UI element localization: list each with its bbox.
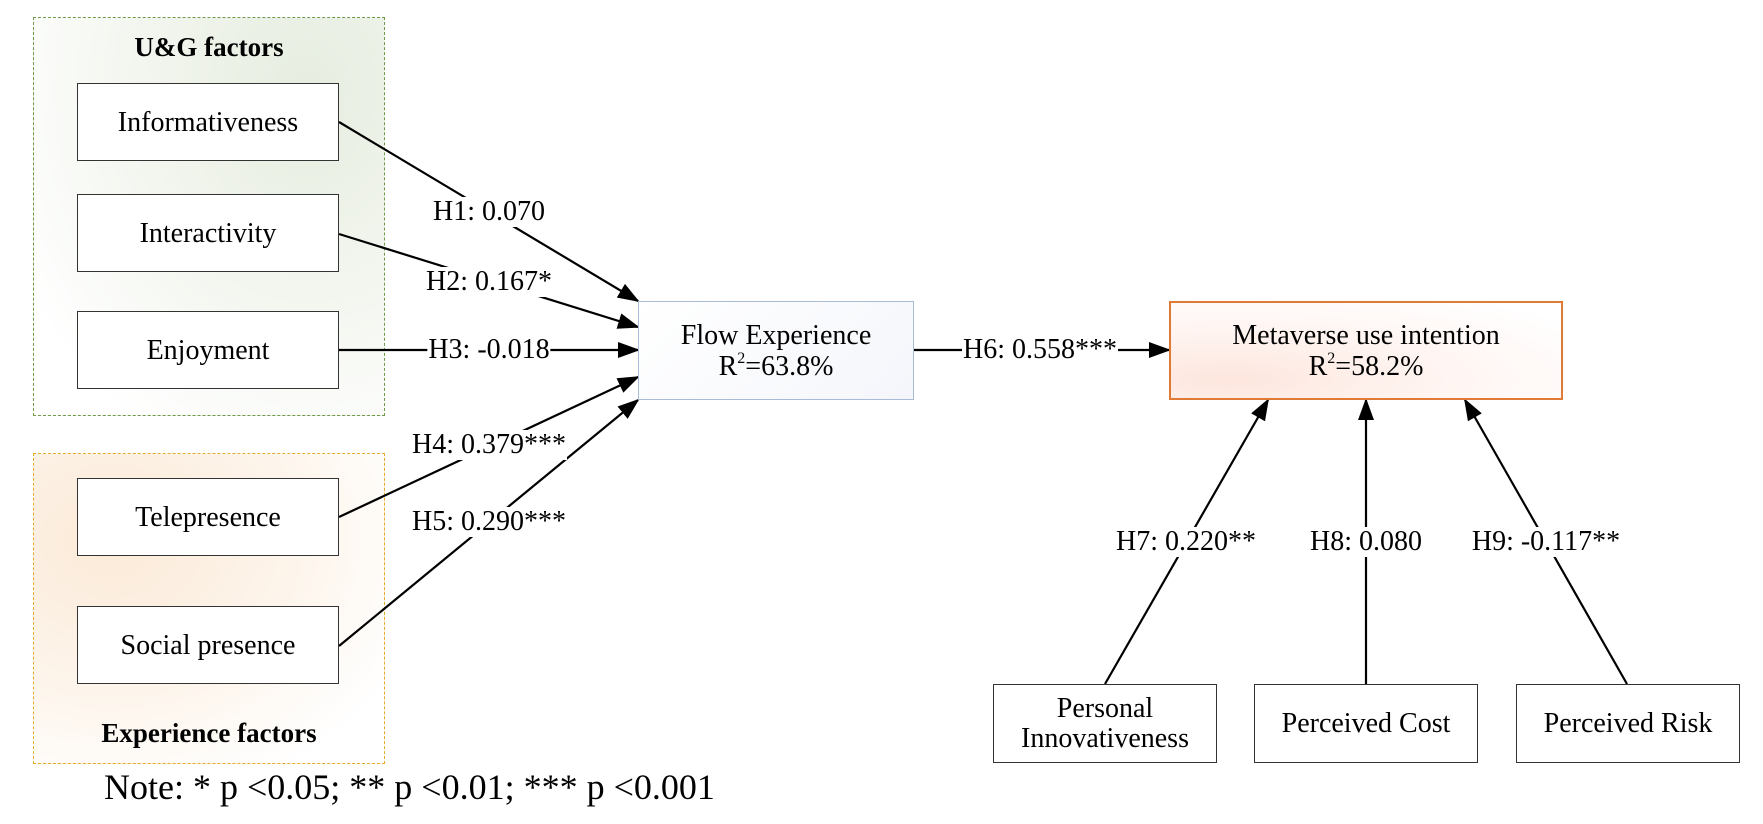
innovativeness-line1: Personal bbox=[1056, 692, 1154, 724]
node-informativeness: Informativeness bbox=[77, 83, 339, 161]
node-personal-innovativeness: Personal Innovativeness bbox=[993, 684, 1217, 763]
label-h6: H6: 0.558*** bbox=[962, 334, 1118, 365]
label-h9: H9: -0.117** bbox=[1470, 526, 1622, 557]
label-h7: H7: 0.220** bbox=[1115, 526, 1257, 557]
node-perceived-cost: Perceived Cost bbox=[1254, 684, 1478, 763]
label-h2: H2: 0.167* bbox=[425, 266, 553, 297]
experience-factors-title: Experience factors bbox=[101, 718, 317, 748]
innovativeness-line2: Innovativeness bbox=[1021, 722, 1189, 754]
flow-experience-title: Flow Experience bbox=[680, 319, 872, 351]
node-social-presence: Social presence bbox=[77, 606, 339, 684]
ug-factors-title: U&G factors bbox=[134, 32, 284, 62]
label-h4: H4: 0.379*** bbox=[411, 429, 567, 460]
node-interactivity: Interactivity bbox=[77, 194, 339, 272]
intention-title: Metaverse use intention bbox=[1232, 319, 1500, 351]
label-h5: H5: 0.290*** bbox=[411, 506, 567, 537]
flow-experience-r2: R2=63.8% bbox=[718, 350, 834, 382]
node-metaverse-use-intention: Metaverse use intention R2=58.2% bbox=[1169, 301, 1563, 400]
node-flow-experience: Flow Experience R2=63.8% bbox=[638, 301, 914, 400]
node-telepresence: Telepresence bbox=[77, 478, 339, 556]
intention-r2: R2=58.2% bbox=[1308, 350, 1424, 382]
label-h1: H1: 0.070 bbox=[432, 196, 546, 227]
label-h3: H3: -0.018 bbox=[427, 334, 551, 365]
node-perceived-risk: Perceived Risk bbox=[1516, 684, 1740, 763]
label-h8: H8: 0.080 bbox=[1309, 526, 1423, 557]
significance-note: Note: * p <0.05; ** p <0.01; *** p <0.00… bbox=[104, 767, 715, 807]
node-enjoyment: Enjoyment bbox=[77, 311, 339, 389]
